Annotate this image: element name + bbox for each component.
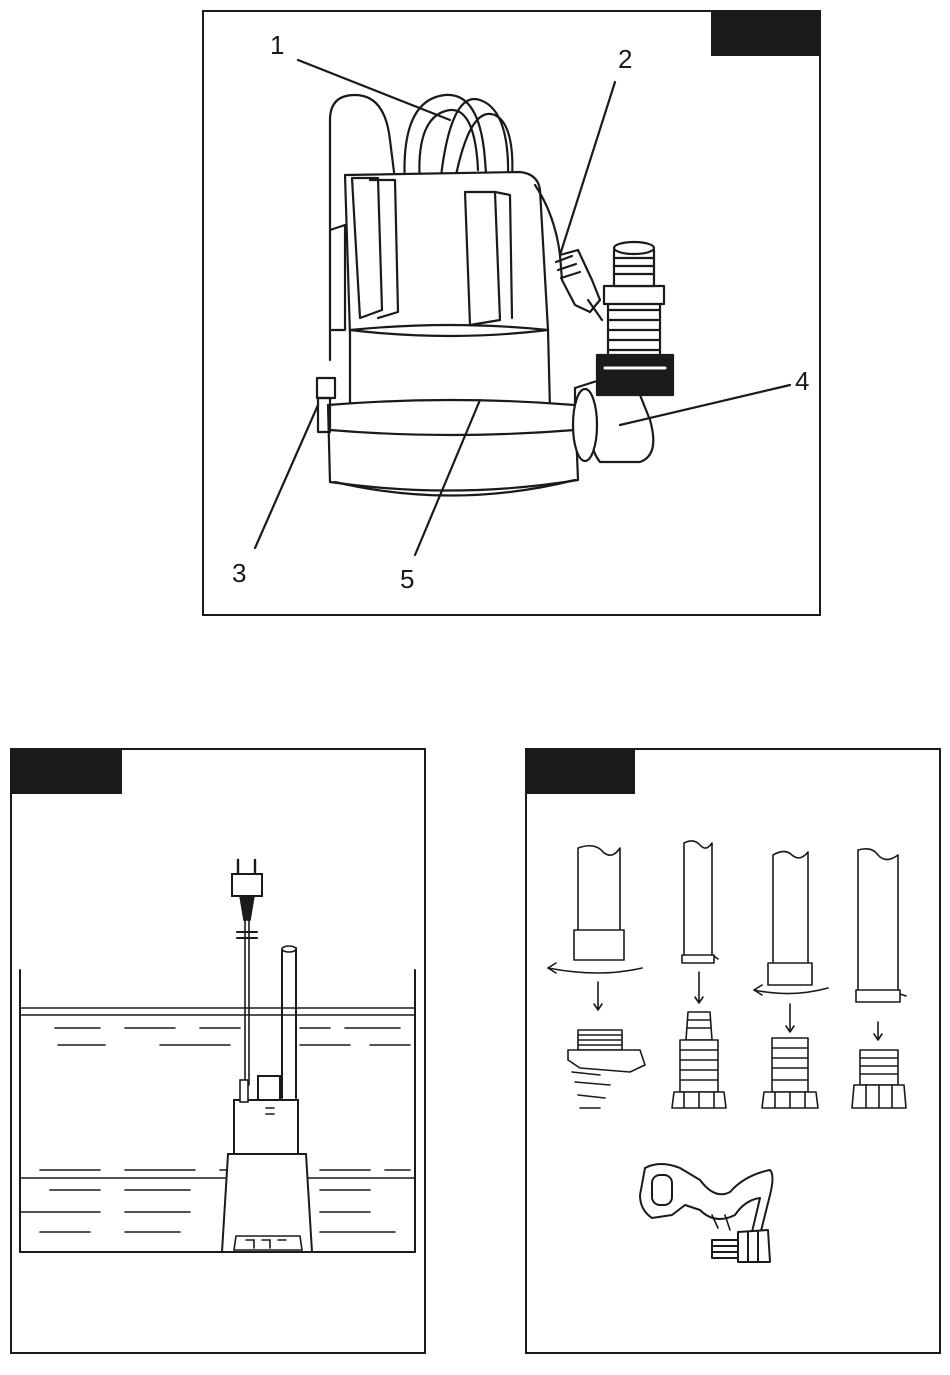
hose-1 <box>578 846 620 930</box>
adapter-nut-3 <box>762 1092 818 1108</box>
adapter-thread-2 <box>680 1040 718 1092</box>
rotation-arrow-3 <box>754 988 828 994</box>
outlet-base-1 <box>572 1072 610 1108</box>
rotation-arrow-1 <box>548 968 642 973</box>
down-arrow-3 <box>786 1004 794 1032</box>
hose-4 <box>858 849 898 990</box>
union-nut-3 <box>768 963 812 985</box>
down-arrow-4 <box>874 1022 882 1040</box>
adapter-thread-4 <box>860 1050 898 1085</box>
union-nut-1 <box>574 930 624 960</box>
outlet-body-1 <box>568 1050 645 1072</box>
outlet-thread-1 <box>578 1030 622 1050</box>
adapter-nut-4 <box>852 1085 906 1108</box>
adapter-tip-2 <box>686 1012 712 1040</box>
spanner-hole <box>652 1175 672 1205</box>
adapter-thread-3 <box>772 1038 808 1092</box>
small-adapter <box>712 1240 738 1258</box>
down-arrow-1 <box>594 982 602 1010</box>
small-adapter-nut <box>738 1230 770 1262</box>
clamp-2 <box>682 955 718 963</box>
down-arrow-2 <box>695 972 703 1003</box>
adapter-nut-2 <box>672 1092 726 1108</box>
hose-2 <box>684 841 712 955</box>
clamp-4 <box>856 990 906 1002</box>
hose-3 <box>773 852 808 966</box>
